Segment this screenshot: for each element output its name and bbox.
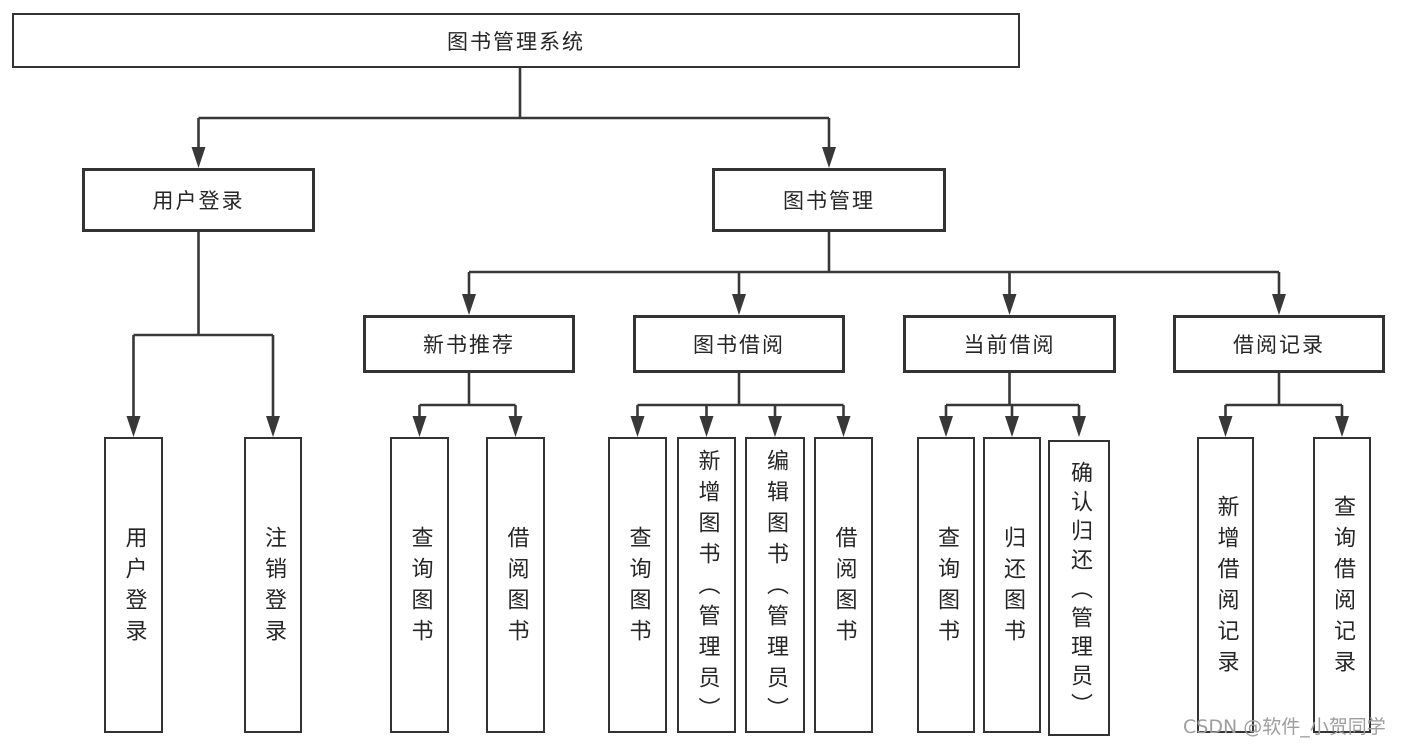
leaf-query-borrow-record: 查询借阅记录 bbox=[1313, 437, 1371, 733]
leaf-confirm-return-admin: 确认归还（管理员） bbox=[1048, 440, 1110, 736]
leaf-query-books-current: 查询图书 bbox=[917, 437, 975, 733]
node-new-book-recommend: 新书推荐 bbox=[363, 315, 575, 373]
leaf-return-books: 归还图书 bbox=[983, 437, 1041, 733]
leaf-edit-books-admin: 编辑图书（管理员） bbox=[745, 437, 805, 733]
leaf-add-books-admin: 新增图书（管理员） bbox=[677, 437, 736, 733]
node-borrowing-records: 借阅记录 bbox=[1173, 315, 1385, 373]
node-root-library-system: 图书管理系统 bbox=[12, 13, 1020, 68]
leaf-query-books-borrowing: 查询图书 bbox=[608, 437, 667, 733]
node-book-borrowing: 图书借阅 bbox=[633, 315, 845, 373]
leaf-user-login: 用户登录 bbox=[104, 437, 163, 733]
leaf-query-books-recommend: 查询图书 bbox=[390, 437, 449, 733]
node-user-login: 用户登录 bbox=[82, 168, 315, 232]
node-current-borrowing: 当前借阅 bbox=[903, 315, 1116, 373]
leaf-borrow-books-borrowing: 借阅图书 bbox=[814, 437, 873, 733]
leaf-add-borrow-record: 新增借阅记录 bbox=[1197, 437, 1254, 733]
leaf-borrow-books-recommend: 借阅图书 bbox=[486, 437, 545, 733]
node-book-management: 图书管理 bbox=[712, 168, 946, 232]
csdn-watermark: CSDN @软件_小贺同学 bbox=[1183, 716, 1386, 738]
leaf-logout-login: 注销登录 bbox=[244, 437, 302, 733]
